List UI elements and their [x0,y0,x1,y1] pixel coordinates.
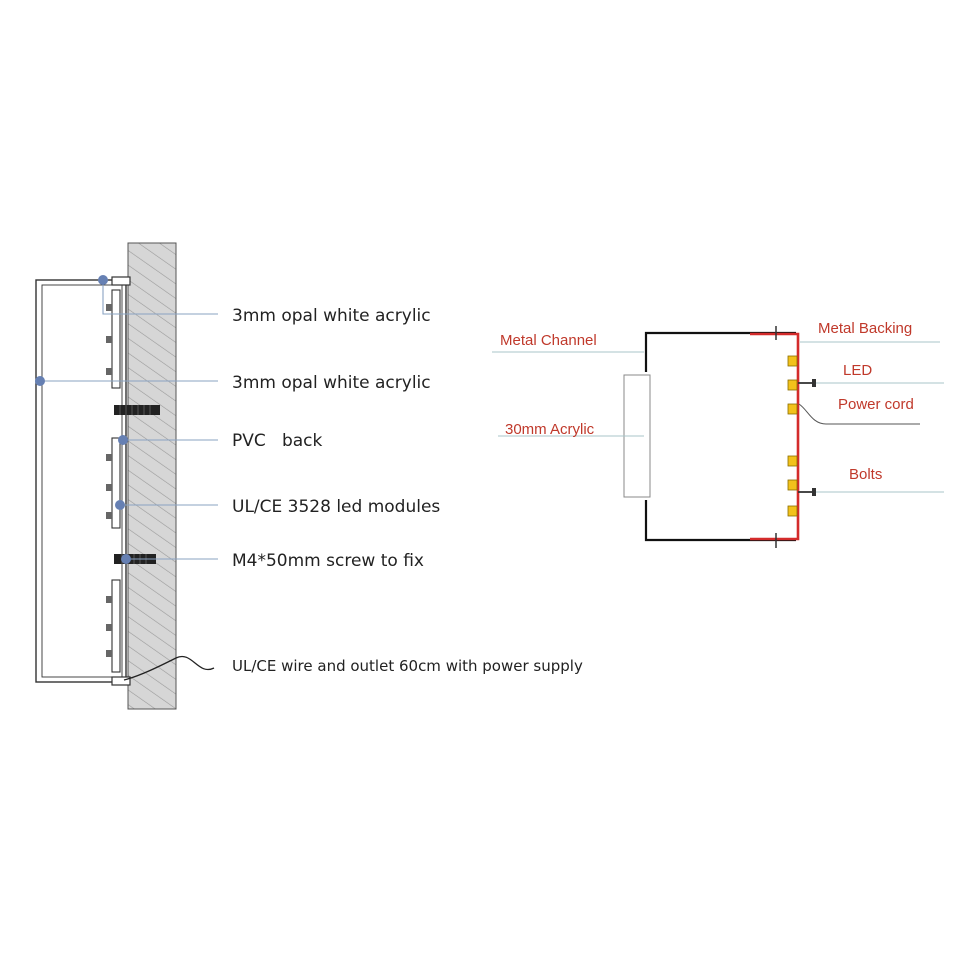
power-wire [123,655,215,681]
screw-upper [114,405,160,415]
label-wire-outlet: UL/CE wire and outlet 60cm with power su… [232,657,583,675]
bottom-cap [111,676,131,686]
label-pvc-back: PVC back [232,431,323,451]
metal-backing [750,332,800,541]
label-opal-acrylic-2: 3mm opal white acrylic [232,373,431,393]
left-leader-dots [35,275,131,564]
top-cap [111,276,131,286]
left-side-section-diagram: 3mm opal white acrylic 3mm opal white ac… [35,242,583,710]
label-30mm-acrylic: 30mm Acrylic [505,421,595,438]
label-metal-channel: Metal Channel [500,332,597,349]
metal-channel [644,331,796,542]
label-bolts: Bolts [849,466,882,483]
label-metal-backing: Metal Backing [818,320,912,337]
led-chips-right [787,355,798,517]
label-led: LED [843,362,872,379]
label-power-cord: Power cord [838,396,914,413]
bolts-right [798,382,814,493]
wall-hatched [127,242,177,710]
led-chips [106,304,112,657]
power-cord [798,403,920,425]
right-leader-lines [492,341,944,493]
label-led-modules: UL/CE 3528 led modules [232,497,440,517]
led-module-strips [111,289,121,673]
label-opal-acrylic-1: 3mm opal white acrylic [232,306,431,326]
left-leader-lines [40,280,218,560]
sign-box-outline [35,279,127,683]
label-screw: M4*50mm screw to fix [232,551,424,571]
right-section-diagram: Metal Channel 30mm Acrylic Metal Backing… [492,320,944,548]
